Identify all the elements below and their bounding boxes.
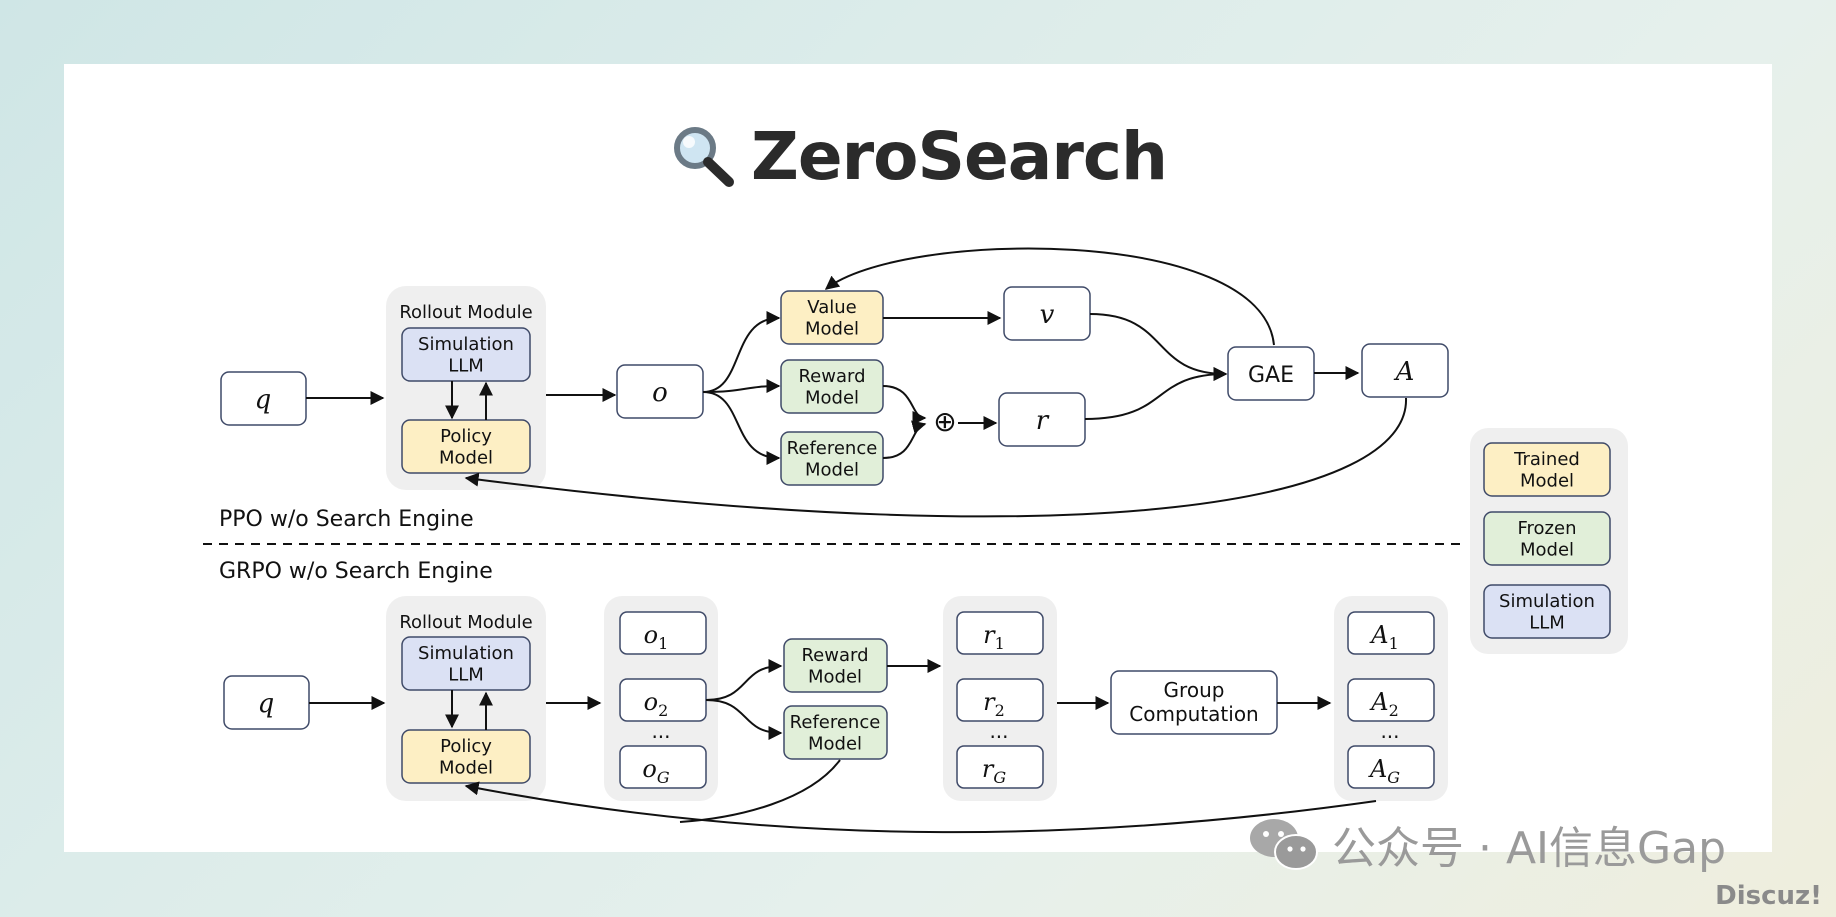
grpo-advantage-g-box	[1347, 745, 1435, 789]
grpo-reward-2-box	[956, 678, 1044, 722]
grpo-reward-1-box	[956, 611, 1044, 655]
grpo-rollout-title: Rollout Module	[399, 612, 532, 633]
grpo-advantage-1: A1	[1369, 621, 1399, 653]
grpo-output-g: oG	[642, 755, 669, 787]
grpo-reward-g-box	[956, 745, 1044, 789]
grpo-advantages-ellipsis: ...	[1380, 719, 1399, 743]
grpo-output-2: o2	[644, 688, 669, 720]
grpo-reference-model	[783, 705, 888, 760]
watermark: 公众号 · AI信息Gap	[1248, 812, 1726, 876]
title-bar: ZeroSearch	[0, 118, 1836, 195]
ppo-r: r	[1036, 406, 1050, 436]
grpo-query: q	[258, 689, 275, 719]
grpo-reward-g: rG	[982, 755, 1006, 787]
grpo-advantage-g: AG	[1368, 755, 1400, 787]
watermark-corner: Discuz!	[1715, 881, 1822, 911]
grpo-section-label: GRPO w/o Search Engine	[219, 559, 493, 584]
legend-frozen	[1483, 511, 1611, 566]
ppo-simulation-llm	[401, 327, 531, 382]
grpo-simulation-llm	[401, 636, 531, 691]
ppo-section-label: PPO w/o Search Engine	[219, 507, 474, 532]
grpo-advantage-2-box	[1347, 678, 1435, 722]
ppo-advantage-box	[1361, 343, 1449, 398]
grpo-reward-1: r1	[983, 621, 1005, 653]
ppo-v: v	[1040, 300, 1055, 330]
ppo-query: q	[255, 385, 272, 415]
ppo-gae: GAE	[1248, 363, 1294, 388]
magnifier-icon	[673, 126, 734, 187]
title-text: ZeroSearch	[750, 118, 1168, 195]
legend-simulation	[1483, 584, 1611, 639]
grpo-rewards-ellipsis: ...	[989, 719, 1008, 743]
page-title: ZeroSearch	[669, 118, 1168, 195]
grpo-output-g-box	[619, 745, 707, 789]
ppo-advantage: A	[1394, 357, 1415, 387]
wechat-icon	[1250, 819, 1318, 870]
grpo-output-1-box	[619, 611, 707, 655]
ppo-rollout-title: Rollout Module	[399, 302, 532, 323]
watermark-text: 公众号 · AI信息Gap	[1332, 823, 1727, 874]
ppo-plus: ⊕	[933, 405, 956, 438]
legend-trained	[1483, 442, 1611, 497]
grpo-reward-2: r2	[983, 688, 1005, 720]
grpo-advantage-2: A2	[1369, 688, 1399, 720]
grpo-outputs-ellipsis: ...	[651, 719, 670, 743]
ppo-output: o	[652, 378, 668, 408]
grpo-advantage-1-box	[1347, 611, 1435, 655]
grpo-output-1: o1	[644, 621, 669, 653]
